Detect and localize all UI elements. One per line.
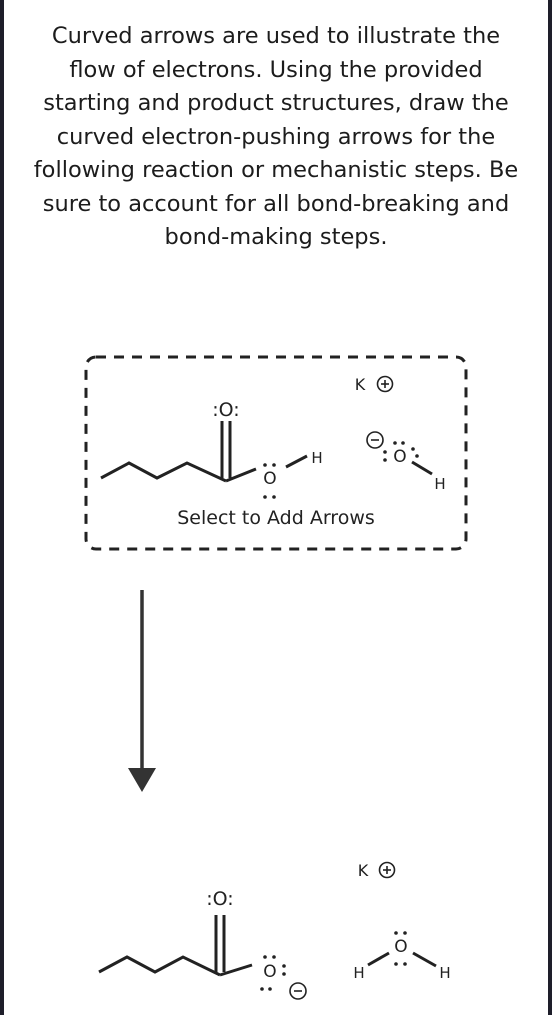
product-carbonyl-oxygen: :O: — [206, 888, 233, 910]
lone-pair-dot — [272, 955, 276, 959]
instructions-text: Curved arrows are used to illustrate the… — [33, 23, 519, 250]
lone-pair-dot — [403, 962, 407, 966]
product-water-hydrogen-left: H — [353, 964, 364, 982]
water-oh-bond-right — [412, 951, 437, 968]
lone-pair-dot — [263, 955, 267, 959]
product-water-oxygen: O — [394, 937, 407, 957]
water-oh-bond-left — [367, 951, 390, 967]
reaction-arrow-head-icon — [128, 768, 156, 792]
question-panel: Curved arrows are used to illustrate the… — [4, 0, 548, 1015]
lone-pair-dot — [394, 931, 398, 935]
positive-charge-icon — [378, 861, 396, 879]
lone-pair-dot — [268, 987, 272, 991]
dashed-border — [84, 355, 468, 551]
product-c-o-bond — [219, 963, 253, 977]
lone-pair-dot — [260, 987, 264, 991]
product-carbon-chain — [98, 955, 221, 977]
lone-pair-dot — [282, 964, 286, 968]
negative-charge-icon — [289, 982, 307, 1000]
lone-pair-dot — [394, 962, 398, 966]
add-arrows-area[interactable]: Select to Add Arrows — [84, 355, 468, 551]
select-to-add-arrows-label: Select to Add Arrows — [177, 507, 375, 529]
product-water-hydrogen-right: H — [439, 964, 450, 982]
product-carboxylate-oxygen: O — [263, 962, 276, 982]
product-potassium: K — [358, 861, 369, 880]
lone-pair-dot — [403, 931, 407, 935]
lone-pair-dot — [282, 972, 286, 976]
